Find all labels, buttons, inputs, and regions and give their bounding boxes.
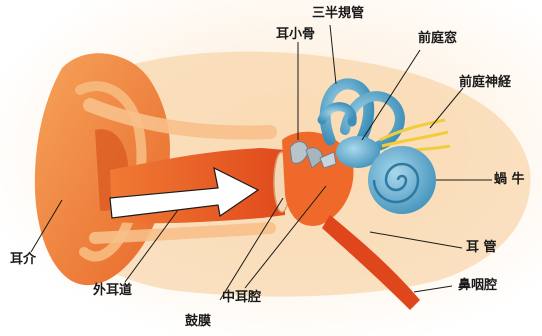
label-semicircular-canals: 三半規管 [312, 7, 364, 20]
label-ear-canal: 外耳道 [93, 284, 132, 297]
label-vestibule: 前庭窓 [418, 32, 457, 45]
label-auricle: 耳介 [10, 253, 36, 266]
label-eustachian-tube: 耳 管 [466, 241, 497, 254]
label-vestibular-nerve: 前庭神経 [459, 76, 511, 89]
cochlea-shape [368, 146, 436, 214]
label-middle-ear: 中耳腔 [222, 291, 261, 304]
label-ossicles: 耳小骨 [276, 28, 315, 41]
label-cochlea: 蝸 牛 [494, 173, 525, 186]
label-nasopharynx: 鼻咽腔 [458, 279, 497, 292]
label-eardrum: 鼓膜 [185, 315, 211, 328]
